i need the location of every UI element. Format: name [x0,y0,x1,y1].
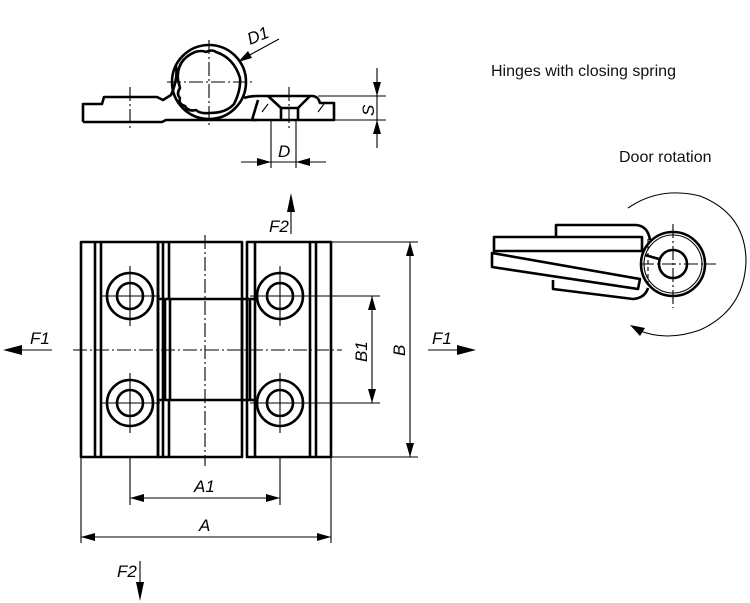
svg-text:F1: F1 [30,329,50,348]
side-view-right-leaf [243,94,336,122]
title-caption: Hinges with closing spring [491,63,676,80]
dimension-b1: B1 [303,295,380,404]
rotation-caption: Door rotation [619,149,712,166]
force-f2-bottom: F2 [117,561,144,601]
rotation-arc [627,192,747,337]
dimension-a: A [80,457,332,543]
dimension-b: B [331,241,418,458]
d1-arrowhead [238,51,252,62]
dim-label-d: D [278,142,290,161]
dim-label-a1: A1 [193,477,215,496]
side-view: D1 S D [81,23,386,168]
front-view [73,235,342,466]
force-f2-top: F2 [269,193,295,236]
side-view-knuckle-inner [176,49,242,115]
side-view-left-leaf [81,65,257,124]
dimension-a1: A1 [129,457,281,505]
svg-text:F1: F1 [432,329,452,348]
rotation-view [490,192,747,337]
force-f1-right: F1 [428,329,476,355]
dim-label-b1: B1 [352,341,371,362]
dim-label-b: B [390,345,409,356]
rotation-arrowhead [630,325,645,336]
svg-text:F2: F2 [117,562,137,581]
side-view-countersink [267,95,311,120]
svg-text:F2: F2 [269,217,289,236]
dim-label-s: S [359,104,378,116]
dim-label-a: A [198,516,210,535]
rotation-view-upper-leaf [492,235,644,253]
front-view-right-leaf [245,240,333,459]
force-f1-left: F1 [3,329,52,355]
